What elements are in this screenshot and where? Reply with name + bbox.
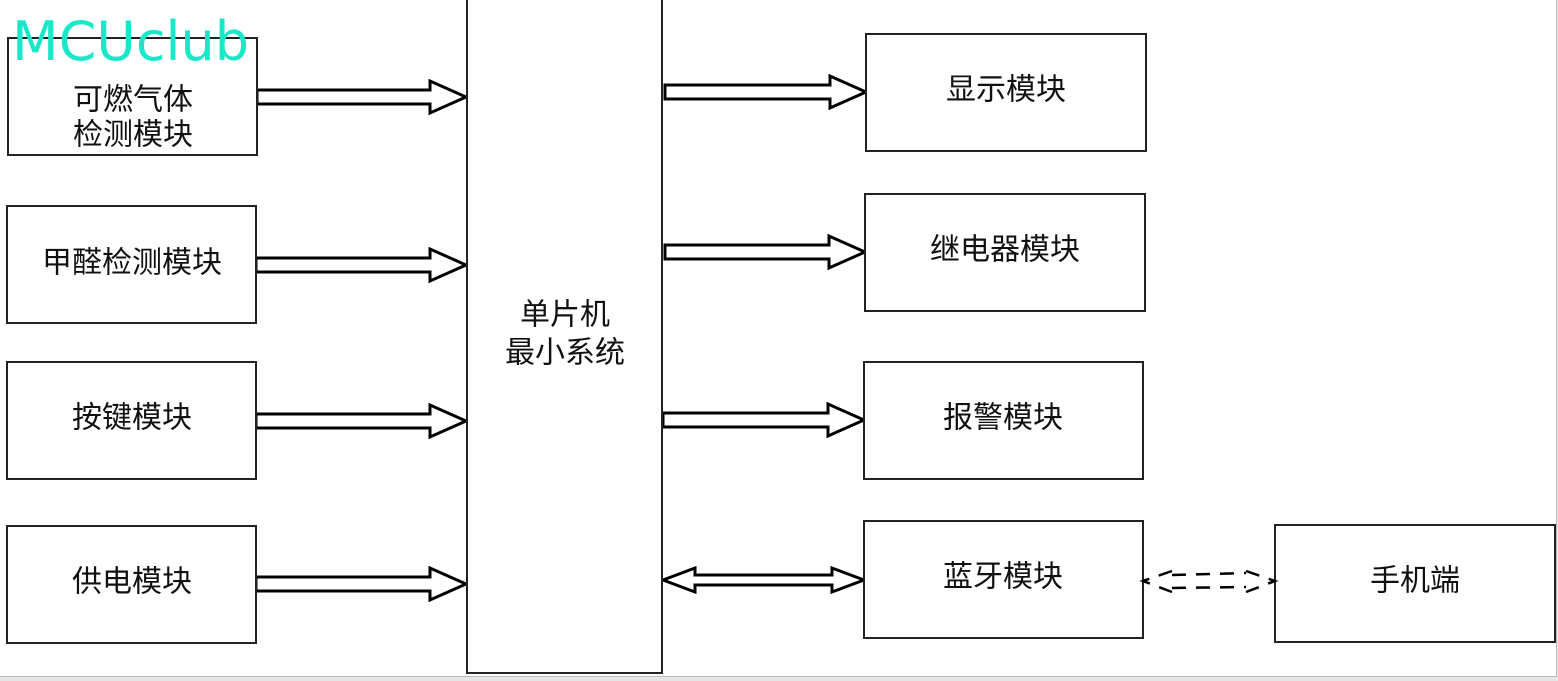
power-module: 供电模块 [6,525,257,644]
alarm-module-label: 报警模块 [943,401,1063,436]
mcu-label-line1: 单片机 [520,298,610,333]
mcu-bluetooth-bidirectional-arrow [658,565,869,595]
power-module-label: 供电模块 [72,565,192,600]
display-module-label: 显示模块 [946,73,1066,108]
relay-module-label: 继电器模块 [930,233,1080,268]
gas-to-mcu-arrow [255,78,470,116]
bluetooth-module-label: 蓝牙模块 [943,560,1063,595]
key-module: 按键模块 [6,361,257,480]
mcu-system: 单片机 最小系统 [466,0,663,674]
relay-module: 继电器模块 [864,193,1146,312]
watermark-logo: MCUclub [12,10,249,73]
gas-module-label-line2: 检测模块 [73,118,193,153]
gas-detection-module: 可燃气体 检测模块 [7,37,258,156]
formaldehyde-to-mcu-arrow [254,246,470,284]
mcu-to-display-arrow [663,73,870,111]
mcu-to-alarm-arrow [661,401,868,439]
formaldehyde-module-label: 甲醛检测模块 [42,246,222,281]
formaldehyde-module: 甲醛检测模块 [6,205,257,324]
key-to-mcu-arrow [254,402,470,440]
power-to-mcu-arrow [254,565,470,603]
key-module-label: 按键模块 [72,401,192,436]
mcu-to-relay-arrow [663,233,869,271]
phone-label: 手机端 [1370,564,1460,599]
wireless-link-arrow [1139,569,1279,594]
bluetooth-module: 蓝牙模块 [863,520,1144,639]
phone-terminal: 手机端 [1274,524,1556,643]
alarm-module: 报警模块 [863,361,1144,480]
gas-module-label-line1: 可燃气体 [73,83,193,118]
display-module: 显示模块 [865,33,1147,152]
mcu-label-line2: 最小系统 [505,336,625,371]
